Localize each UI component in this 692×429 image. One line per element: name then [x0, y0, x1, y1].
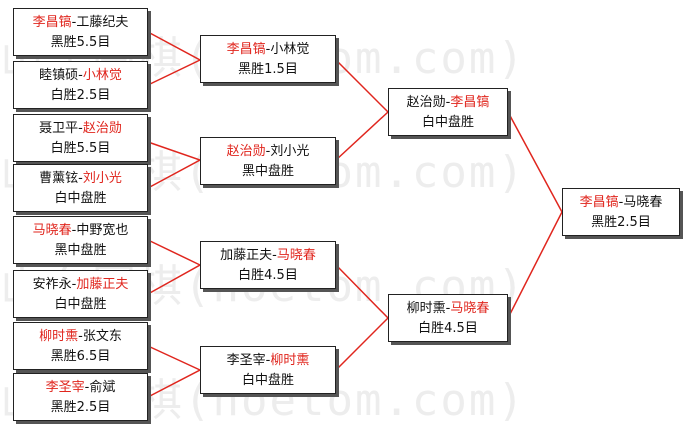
match-players: 赵治勋-刘小光: [226, 144, 310, 159]
match-box-r1-4: 曹薰铉-刘小光 白中盘胜: [13, 164, 148, 212]
match-result: 白胜2.5目: [50, 88, 111, 103]
connector-line: [147, 239, 202, 295]
winner-name: 柳时熏: [39, 329, 79, 344]
loser-name: 中野宽也: [76, 223, 129, 238]
match-box-r2-1: 李昌镐-小林觉 黑胜1.5目: [200, 35, 336, 83]
match-box-r2-4: 李圣宰-柳时熏 白中盘胜: [200, 346, 336, 394]
winner-name: 李昌镐: [226, 42, 266, 57]
match-result: 白中盘胜: [421, 115, 474, 130]
winner-name: 加藤正夫: [76, 277, 129, 292]
match-box-r1-2: 睦镇硕-小林觉 白胜2.5目: [13, 61, 148, 109]
match-result: 白中盘胜: [54, 191, 107, 206]
connector-line: [507, 111, 563, 319]
match-box-r1-3: 聂卫平-赵治勋 白胜5.5目: [13, 114, 148, 162]
winner-name: 李昌镐: [579, 195, 619, 210]
loser-name: 睦镇硕: [39, 68, 79, 83]
loser-name: 曹薰铉: [39, 171, 79, 186]
match-box-r2-3: 加藤正夫-马晓春 白胜4.5目: [200, 241, 336, 289]
match-result: 黑胜1.5目: [238, 62, 298, 77]
match-box-r3-2: 柳时熏-马晓春 白胜4.5目: [388, 294, 508, 342]
loser-name: 赵治勋: [406, 95, 446, 110]
connector-line: [147, 345, 202, 398]
match-result: 白中盘胜: [54, 297, 107, 312]
match-box-final: 李昌镐-马晓春 黑胜2.5目: [562, 188, 680, 236]
match-result: 白中盘胜: [241, 373, 294, 388]
match-box-r1-5: 马晓春-中野宽也 黑中盘胜: [13, 216, 148, 264]
loser-name: 李圣宰: [226, 353, 266, 368]
match-result: 白胜4.5目: [238, 268, 298, 283]
match-players: 马晓春-中野宽也: [32, 223, 129, 238]
winner-name: 李昌镐: [450, 95, 490, 110]
connector-line: [147, 141, 202, 189]
match-result: 白胜4.5目: [418, 321, 478, 336]
match-result: 白胜5.5目: [50, 141, 111, 156]
match-result: 黑胜2.5目: [591, 215, 651, 230]
match-result: 黑中盘胜: [241, 164, 294, 179]
match-players: 聂卫平-赵治勋: [39, 121, 122, 136]
match-players: 曹薰铉-刘小光: [39, 171, 122, 186]
winner-name: 马晓春: [32, 223, 72, 238]
match-players: 李昌镐-工藤纪夫: [32, 15, 129, 30]
winner-name: 赵治勋: [82, 121, 122, 136]
loser-name: 马晓春: [623, 195, 663, 210]
match-box-r1-7: 柳时熏-张文东 黑胜6.5目: [13, 322, 148, 370]
match-players: 李昌镐-马晓春: [579, 195, 663, 210]
winner-name: 柳时熏: [270, 353, 310, 368]
loser-name: 小林觉: [270, 42, 310, 57]
match-players: 李圣宰-俞斌: [45, 380, 116, 395]
connector-line: [335, 264, 390, 371]
match-players: 李昌镐-小林觉: [226, 42, 310, 57]
connector-line: [335, 59, 390, 161]
match-result: 黑胜6.5目: [50, 349, 111, 364]
match-result: 黑胜5.5目: [50, 35, 111, 50]
loser-name: 加藤正夫: [220, 248, 273, 263]
loser-name: 聂卫平: [39, 121, 79, 136]
winner-name: 小林觉: [82, 68, 122, 83]
match-players: 柳时熏-张文东: [39, 329, 122, 344]
loser-name: 安祚永: [32, 277, 72, 292]
loser-name: 柳时熏: [406, 301, 446, 316]
winner-name: 马晓春: [276, 248, 316, 263]
winner-name: 马晓春: [450, 301, 490, 316]
winner-name: 李昌镐: [32, 15, 72, 30]
match-players: 李圣宰-柳时熏: [226, 353, 310, 368]
match-box-r2-2: 赵治勋-刘小光 黑中盘胜: [200, 137, 336, 185]
match-box-r1-8: 李圣宰-俞斌 黑胜2.5目: [13, 373, 148, 421]
match-players: 安祚永-加藤正夫: [32, 277, 129, 292]
loser-name: 工藤纪夫: [76, 15, 129, 30]
winner-name: 赵治勋: [226, 144, 266, 159]
loser-name: 张文东: [82, 329, 122, 344]
match-players: 加藤正夫-马晓春: [220, 248, 316, 263]
match-box-r1-1: 李昌镐-工藤纪夫 黑胜5.5目: [13, 8, 148, 56]
loser-name: 俞斌: [89, 380, 116, 395]
match-result: 黑胜2.5目: [50, 400, 111, 415]
match-players: 睦镇硕-小林觉: [39, 68, 122, 83]
loser-name: 刘小光: [270, 144, 310, 159]
winner-name: 李圣宰: [45, 380, 85, 395]
match-box-r3-1: 赵治勋-李昌镐 白中盘胜: [388, 88, 508, 136]
match-box-r1-6: 安祚永-加藤正夫 白中盘胜: [13, 270, 148, 318]
match-result: 黑中盘胜: [54, 243, 107, 258]
match-players: 赵治勋-李昌镐: [406, 95, 490, 110]
connector-line: [147, 31, 202, 86]
winner-name: 刘小光: [82, 171, 122, 186]
match-players: 柳时熏-马晓春: [406, 301, 490, 316]
